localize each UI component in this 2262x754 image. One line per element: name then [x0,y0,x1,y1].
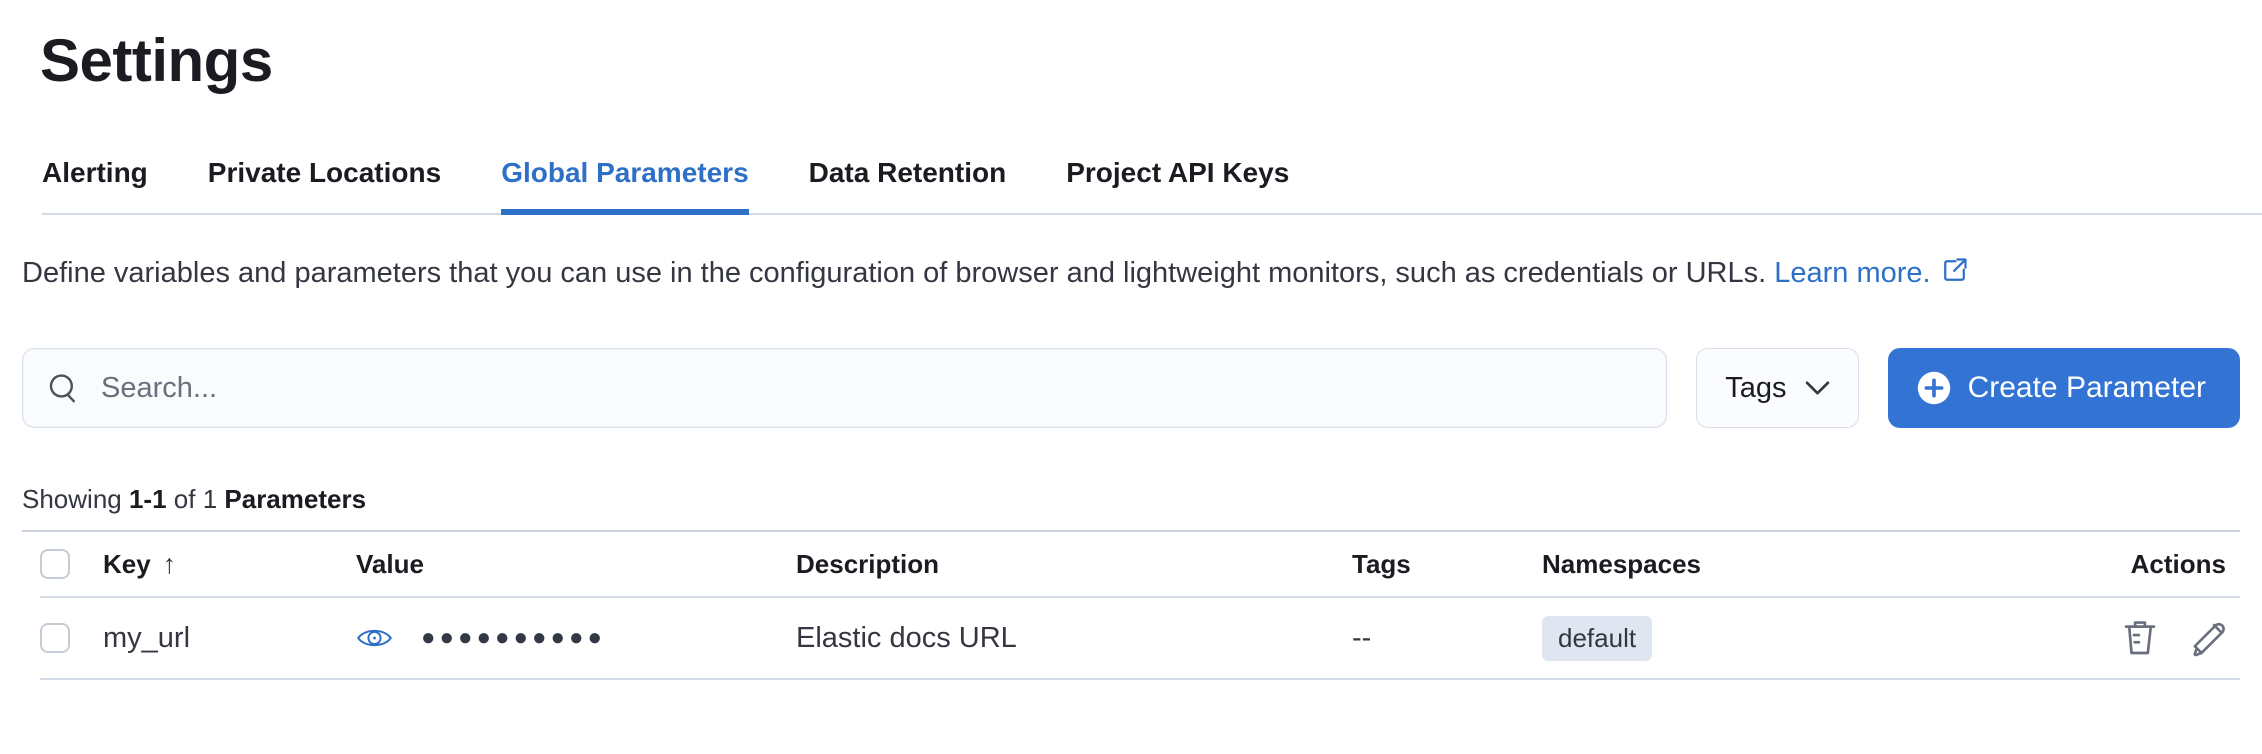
table-row: my_url ●●●●●●●●●● Elastic docs URL -- de… [40,598,2240,680]
edit-icon [2193,622,2225,657]
row-actions [2122,619,2240,657]
sort-ascending-icon: ↑ [162,548,177,579]
table-top-divider [22,530,2240,532]
summary-range: 1-1 [128,484,167,514]
row-namespaces: default [1542,615,2122,661]
learn-more-link[interactable]: Learn more. [1774,257,1967,289]
create-parameter-label: Create Parameter [1967,371,2206,404]
edit-parameter-button[interactable] [2188,619,2226,657]
tab-data-retention[interactable]: Data Retention [808,157,1007,188]
tags-filter-label: Tags [1725,371,1787,404]
search-icon [49,374,75,403]
page-description: Define variables and parameters that you… [22,253,2222,294]
search-input[interactable] [101,371,1643,405]
column-header-tags: Tags [1352,548,1411,579]
chevron-down-icon [1805,381,1829,395]
settings-tabs: Alerting Private Locations Global Parame… [42,157,2262,215]
tags-filter-button[interactable]: Tags [1696,348,1859,428]
settings-page: Settings Alerting Private Locations Glob… [22,27,2262,680]
row-checkbox[interactable] [40,623,70,653]
row-key: my_url [103,621,191,654]
summary-showing: Showing [22,484,122,514]
masked-value: ●●●●●●●●●● [421,624,606,651]
tab-private-locations[interactable]: Private Locations [207,157,442,188]
column-header-key[interactable]: Key ↑ [103,549,356,580]
parameters-toolbar: Tags Create Parameter [22,348,2240,428]
tab-global-parameters[interactable]: Global Parameters [501,157,749,215]
row-tags: -- [1352,621,1372,654]
create-parameter-button[interactable]: Create Parameter [1887,348,2240,428]
learn-more-label: Learn more. [1774,257,1931,289]
namespace-badge: default [1542,615,1653,661]
plus-in-circle-icon [1917,371,1950,405]
delete-parameter-button[interactable] [2122,619,2158,657]
key-header-label: Key [103,548,151,579]
select-all-checkbox[interactable] [40,549,70,579]
table-header-row: Key ↑ Value Description Tags Namespaces … [40,532,2240,598]
external-link-icon [1943,258,1967,281]
results-summary: Showing 1-1 of 1 Parameters [22,484,2240,515]
page-title: Settings [40,27,273,94]
reveal-value-button[interactable] [356,623,393,653]
search-box [22,348,1668,428]
tab-alerting[interactable]: Alerting [42,157,148,188]
summary-of: of 1 [173,484,218,514]
description-text: Define variables and parameters that you… [22,257,1767,289]
column-header-description: Description [796,548,940,579]
row-value: ●●●●●●●●●● [356,623,796,653]
row-description: Elastic docs URL [796,621,1017,654]
column-header-value: Value [356,548,424,579]
summary-entity: Parameters [224,484,367,514]
column-header-namespaces: Namespaces [1542,548,1701,579]
tab-project-api-keys[interactable]: Project API Keys [1066,157,1290,188]
delete-icon [2124,621,2156,655]
eye-icon [357,629,392,647]
column-header-actions: Actions [2130,548,2226,579]
